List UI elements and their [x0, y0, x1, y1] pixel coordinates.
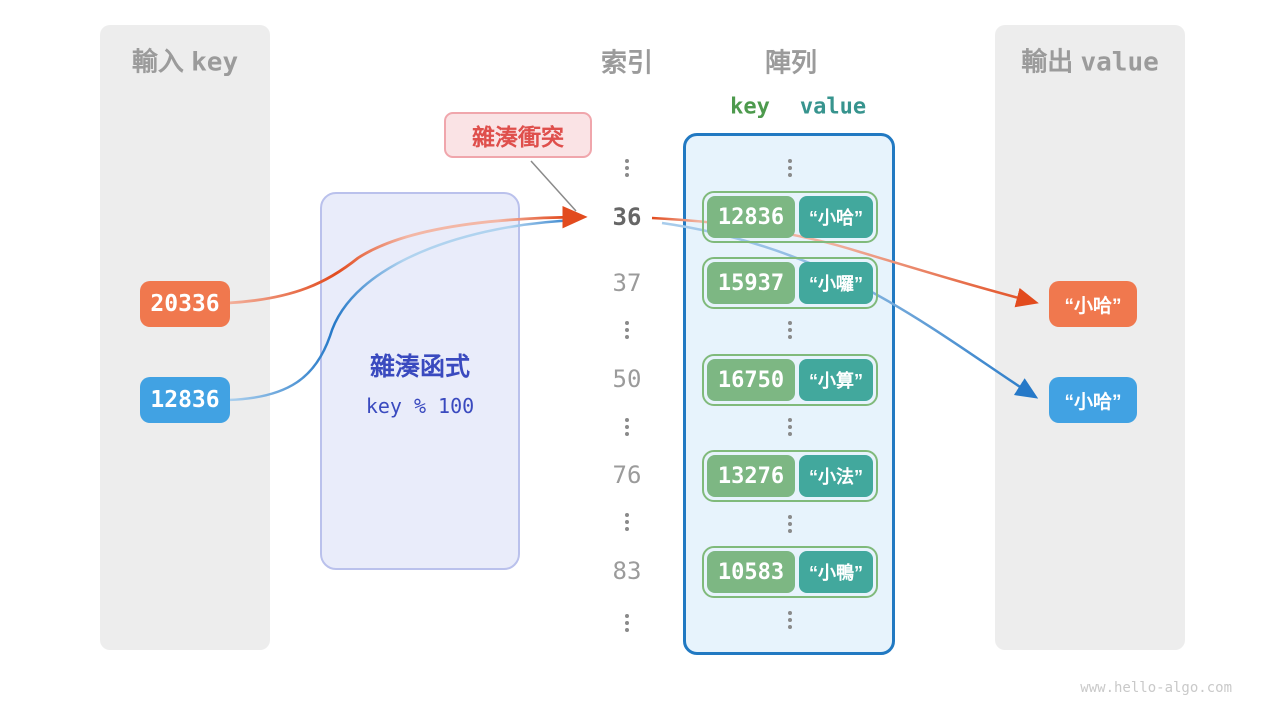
array-ellipsis-icon — [788, 418, 792, 436]
index-cell: 36 — [612, 203, 642, 231]
array-row: 12836“小哈” — [702, 191, 878, 243]
index-cell: 50 — [612, 365, 642, 393]
input-title-latin: key — [191, 47, 239, 78]
hash-function-formula: key % 100 — [365, 394, 475, 418]
input-key-panel — [100, 25, 270, 650]
output-value-box: “小哈” — [1049, 281, 1137, 327]
array-ellipsis-icon — [788, 515, 792, 533]
array-row: 16750“小算” — [702, 354, 878, 406]
value-cell: “小算” — [799, 359, 873, 401]
array-ellipsis-icon — [788, 611, 792, 629]
array-ellipsis-icon — [788, 159, 792, 177]
hash-collision-badge: 雜湊衝突 — [444, 112, 592, 158]
key-cell: 12836 — [707, 196, 795, 238]
value-cell: “小囉” — [799, 262, 873, 304]
array-ellipsis-icon — [788, 321, 792, 339]
index-ellipsis-icon — [625, 513, 629, 531]
hash-collision-label: 雜湊衝突 — [472, 124, 564, 150]
array-column-title: 陣列 — [764, 47, 818, 78]
array-row: 10583“小鴨” — [702, 546, 878, 598]
index-cell: 76 — [612, 461, 642, 489]
key-cell: 15937 — [707, 262, 795, 304]
input-key-box: 20336 — [140, 281, 230, 327]
index-cell: 83 — [612, 557, 642, 585]
key-cell: 16750 — [707, 359, 795, 401]
index-cell: 37 — [612, 269, 642, 297]
array-row: 13276“小法” — [702, 450, 878, 502]
array-row: 15937“小囉” — [702, 257, 878, 309]
output-value-panel — [995, 25, 1185, 650]
key-header: key — [730, 94, 770, 120]
index-ellipsis-icon — [625, 159, 629, 177]
input-title-cjk: 輸入 — [131, 46, 184, 77]
watermark-url: www.hello-algo.com — [1080, 680, 1232, 696]
value-cell: “小法” — [799, 455, 873, 497]
key-cell: 13276 — [707, 455, 795, 497]
output-title-cjk: 輸出 — [1021, 46, 1074, 77]
value-header: value — [799, 94, 867, 120]
output-title-latin: value — [1080, 47, 1159, 78]
collision-pointer-line — [530, 160, 577, 212]
value-cell: “小鴨” — [799, 551, 873, 593]
index-ellipsis-icon — [625, 614, 629, 632]
output-value-box: “小哈” — [1049, 377, 1137, 423]
value-cell: “小哈” — [799, 196, 873, 238]
hash-function-title: 雜湊函式 — [369, 353, 470, 381]
index-ellipsis-icon — [625, 418, 629, 436]
index-ellipsis-icon — [625, 321, 629, 339]
input-key-box: 12836 — [140, 377, 230, 423]
key-cell: 10583 — [707, 551, 795, 593]
index-column-title: 索引 — [600, 47, 654, 78]
